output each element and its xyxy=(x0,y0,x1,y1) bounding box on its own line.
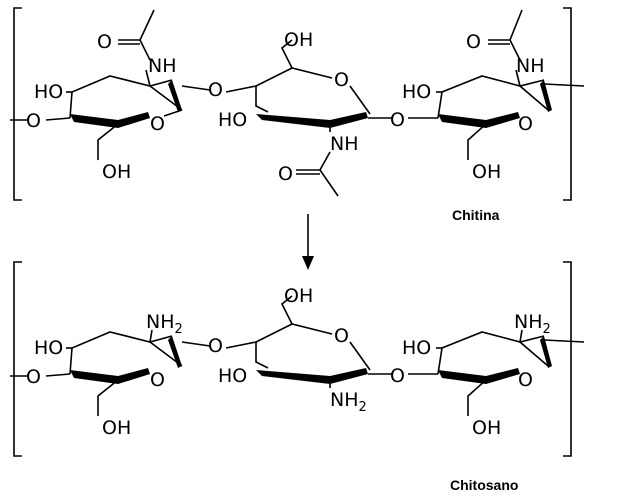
right-bracket-bottom xyxy=(563,261,572,457)
middle-ho: HO xyxy=(218,109,247,131)
right-carbonyl-o: O xyxy=(466,31,481,53)
right-ch2oh: OH xyxy=(472,161,501,183)
right-bracket-top xyxy=(563,7,572,201)
left-ch2oh-chitosan: OH xyxy=(102,417,131,439)
left-nh2: NH2 xyxy=(146,311,183,337)
middle-carbonyl-o: O xyxy=(278,163,293,185)
chitin-left-ring xyxy=(10,9,211,160)
left-bracket-top xyxy=(13,7,22,201)
chitin-caption: Chitina xyxy=(452,207,500,223)
middle-glycosidic-o: O xyxy=(390,109,405,131)
right-ho-chitosan: HO xyxy=(402,337,431,359)
right-nh2: NH2 xyxy=(514,311,551,337)
chitosan-middle-ring xyxy=(225,295,392,388)
left-ho: HO xyxy=(34,81,63,103)
left-ring-o-chitosan: O xyxy=(150,369,165,391)
reaction-arrow xyxy=(302,214,314,270)
chitin-structure: O HO O NH O OH O OH O HO NH O O xyxy=(10,7,585,223)
chitin-right-ring xyxy=(408,9,585,160)
chitosan-caption: Chitosano xyxy=(450,477,518,493)
right-ho: HO xyxy=(402,81,431,103)
left-o-terminal-chitosan: O xyxy=(26,366,41,388)
middle-ring-o: O xyxy=(334,69,349,91)
right-ring-o-chitosan: O xyxy=(518,369,533,391)
chitosan-structure: O HO O NH2 OH O OH O HO NH2 O xyxy=(10,261,585,493)
middle-nh2: NH2 xyxy=(330,389,367,415)
chitosan-right-ring xyxy=(408,329,585,416)
middle-nh: NH xyxy=(330,133,359,155)
right-ch2oh-chitosan: OH xyxy=(472,417,501,439)
middle-ch2oh-chitosan: OH xyxy=(284,285,313,307)
middle-ho-chitosan: HO xyxy=(218,365,247,387)
left-ring-o: O xyxy=(150,113,165,135)
middle-glycosidic-o-chitosan: O xyxy=(390,365,405,387)
chitosan-left-ring xyxy=(10,329,211,416)
left-carbonyl-o: O xyxy=(97,31,112,53)
left-nh: NH xyxy=(148,55,177,77)
left-bracket-bottom xyxy=(13,261,22,457)
left-glycosidic-o: O xyxy=(208,79,223,101)
left-ch2oh: OH xyxy=(102,161,131,183)
left-glycosidic-o-chitosan: O xyxy=(208,335,223,357)
chitin-middle-ring xyxy=(225,39,392,197)
right-ring-o: O xyxy=(518,113,533,135)
middle-ch2oh: OH xyxy=(284,29,313,51)
middle-ring-o-chitosan: O xyxy=(334,325,349,347)
left-ho-chitosan: HO xyxy=(34,337,63,359)
left-o-terminal: O xyxy=(26,110,41,132)
right-nh: NH xyxy=(516,55,545,77)
